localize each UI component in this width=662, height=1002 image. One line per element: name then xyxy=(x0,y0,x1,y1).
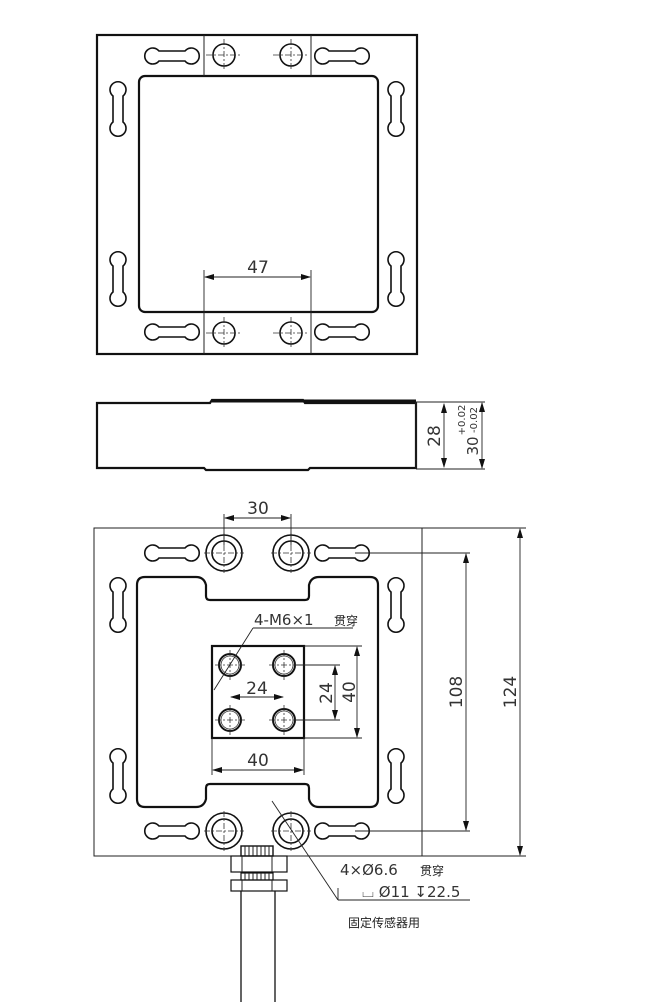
bottom-view: 30 4-M6×1 贯穿 24 24 40 40 xyxy=(93,499,526,1002)
dim-40-h: 40 xyxy=(247,751,269,771)
tol-upper: +0.02 xyxy=(457,405,468,436)
hole-callout: 4×Ø6.6 xyxy=(340,861,398,879)
tol-lower: -0.02 xyxy=(469,407,480,433)
dim-108: 108 xyxy=(447,676,467,708)
thread-callout-note: 贯穿 xyxy=(334,613,358,628)
dim-24-v: 24 xyxy=(317,682,337,704)
dim-47: 47 xyxy=(247,258,269,278)
dim-28: 28 xyxy=(425,425,445,447)
dim-24-h: 24 xyxy=(246,679,268,699)
dim-40-v: 40 xyxy=(340,681,360,703)
side-view: 28 30 +0.02 -0.02 xyxy=(95,398,485,472)
thread-callout: 4-M6×1 xyxy=(254,611,314,629)
counterbore-callout: ⌴ Ø11 ↧22.5 xyxy=(362,883,460,901)
purpose-note: 固定传感器用 xyxy=(348,915,420,930)
cable-connector xyxy=(230,845,288,1002)
slot-icon xyxy=(143,47,201,65)
dim-124: 124 xyxy=(501,676,521,708)
dim-30-top: 30 xyxy=(247,499,269,519)
top-view: 47 xyxy=(95,33,419,356)
dim-30: 30 xyxy=(464,436,482,455)
hole-callout-note: 贯穿 xyxy=(420,863,444,878)
